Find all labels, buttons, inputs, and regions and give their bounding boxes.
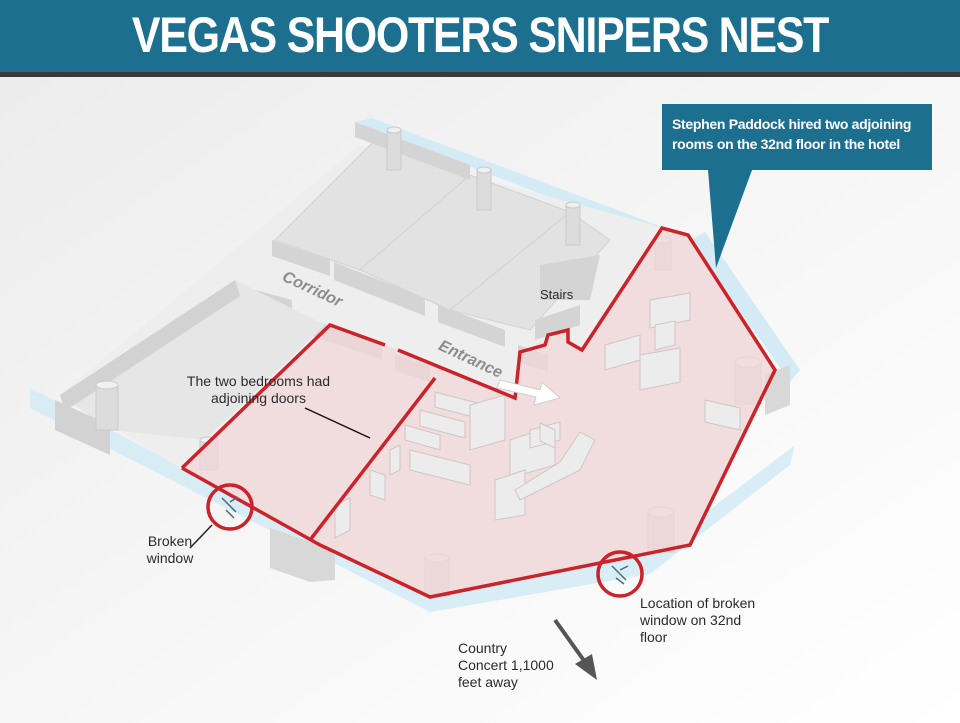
- bedrooms-leader-line: [304, 407, 371, 439]
- title-banner: [0, 0, 960, 72]
- concert-annotation: Country Concert 1,1000 feet away: [458, 640, 554, 690]
- broken-window-annotation: Broken window: [146, 533, 194, 566]
- broken-window-leader-line: [189, 524, 213, 549]
- floor-plan-diagram: [0, 77, 960, 723]
- callout-box: [662, 104, 932, 170]
- suite-outline-corridor: [181, 225, 778, 599]
- glass-wall-right: [690, 232, 800, 382]
- location-broken-window-annotation: Location of broken window on 32nd floor: [640, 595, 756, 645]
- bedrooms-annotation: The two bedrooms had adjoining doors: [186, 373, 331, 406]
- stairs-label: Stairs: [540, 287, 574, 302]
- left-room: [60, 280, 325, 440]
- page-title: VEGAS SHOOTERS SNIPERS NEST: [131, 7, 830, 63]
- bedroom-divider: [308, 376, 437, 542]
- left-room-walls: [55, 280, 240, 455]
- broken-window-marker-right: [596, 550, 644, 598]
- entrance-arrow: [496, 379, 562, 406]
- callout-pointer: [708, 170, 752, 268]
- title-banner-rule: [0, 72, 960, 77]
- concert-direction-arrow: [553, 618, 597, 680]
- broken-window-marker-left: [206, 483, 254, 531]
- callout-text: Stephen Paddock hired two adjoining room…: [672, 116, 912, 152]
- window-blocks: [270, 365, 790, 582]
- suite-furniture: [334, 292, 741, 539]
- suite-outline: [180, 322, 386, 470]
